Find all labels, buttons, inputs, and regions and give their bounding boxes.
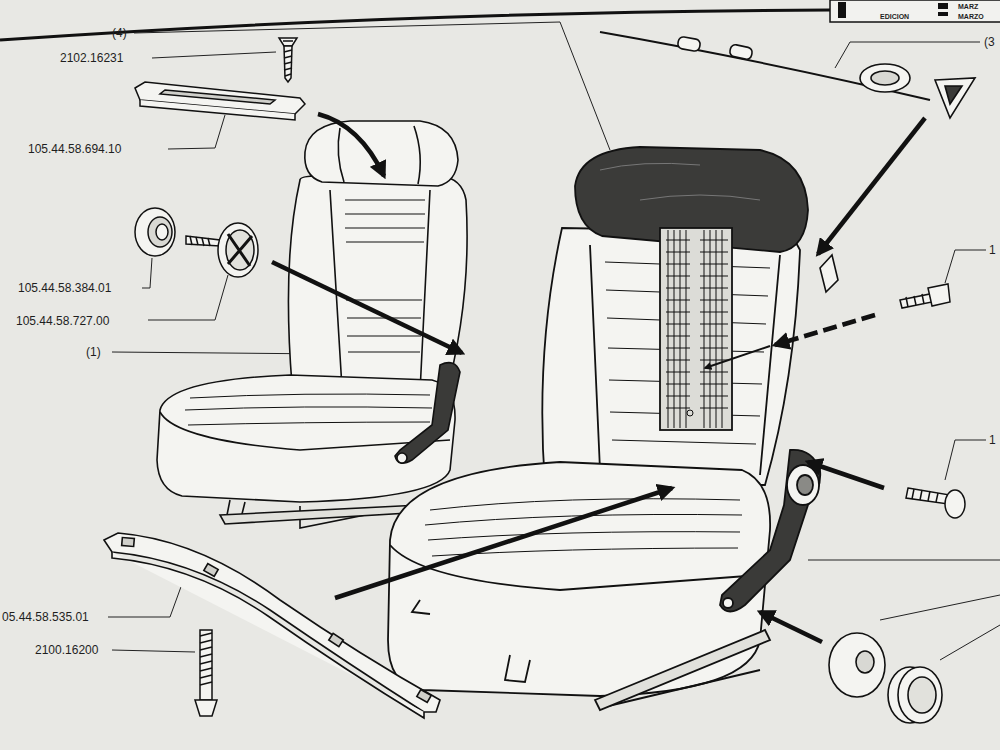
edition-note: MARZ bbox=[958, 3, 978, 11]
edition-note: EDICION bbox=[880, 13, 909, 21]
part-number: 2100.16200 bbox=[35, 643, 98, 657]
edition-note: MARZO bbox=[958, 13, 984, 21]
callout-number: (3 bbox=[984, 35, 995, 49]
callout-number: 1 bbox=[989, 243, 996, 257]
part-number: 105.44.58.384.01 bbox=[18, 281, 111, 295]
part-number: 105.44.58.694.10 bbox=[28, 142, 121, 156]
callout-number: (1) bbox=[86, 345, 101, 359]
callout-number: (4) bbox=[112, 26, 127, 40]
callout-number: 1 bbox=[989, 433, 996, 447]
part-number: 05.44.58.535.01 bbox=[2, 610, 89, 624]
part-number: 105.44.58.727.00 bbox=[16, 314, 109, 328]
part-number: 2102.16231 bbox=[60, 51, 123, 65]
